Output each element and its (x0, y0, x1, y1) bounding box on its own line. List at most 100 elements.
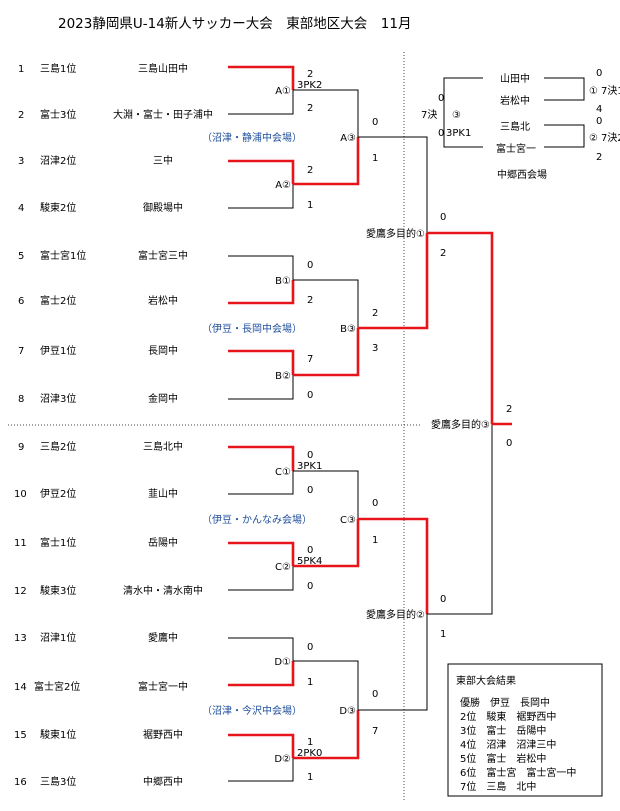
win-line (228, 445, 295, 471)
lose-line (228, 90, 294, 115)
team-seed: 駿東3位 (40, 584, 76, 597)
team-name: 富士宮三中 (138, 249, 188, 262)
match-label: 愛鷹多目的③ (431, 418, 490, 431)
pk-score: 3PK1 (297, 461, 322, 472)
score: 1 (440, 629, 446, 640)
team-name: 裾野西中 (143, 728, 183, 741)
win-line (228, 541, 295, 566)
team-name: 富士宮一中 (138, 680, 188, 693)
win-line (358, 517, 429, 614)
team-no: 9 (18, 442, 24, 453)
score: 0 (438, 128, 444, 139)
team-no: 6 (18, 296, 24, 307)
results-line: 優勝 伊豆 長岡中 (460, 696, 550, 709)
team-seed: 三島1位 (40, 62, 76, 75)
team-no: 12 (14, 586, 27, 597)
team-name: 三中 (153, 154, 173, 167)
win-line (228, 349, 295, 375)
venue-label: （沼津・静浦中会場） (202, 131, 302, 144)
lose-line (228, 471, 294, 495)
team-seed: 駿東1位 (40, 728, 76, 741)
pk-score: 3PK1 (446, 128, 471, 139)
team-seed: 沼津1位 (40, 631, 76, 644)
round3-lines (358, 136, 429, 711)
team-name: 韮山中 (148, 487, 178, 500)
lose-line (544, 90, 585, 101)
team-name: 長岡中 (148, 344, 178, 357)
score: 1 (372, 153, 378, 164)
team-no: 2 (18, 110, 24, 121)
results-line: 7位 三島 北中 (460, 780, 536, 793)
team-seed: 駿東2位 (40, 201, 76, 214)
score: 0 (506, 438, 512, 449)
results-line: 3位 富士 岳陽中 (460, 724, 546, 737)
team-no: 1 (18, 64, 24, 75)
match-label: 愛鷹多目的② (366, 608, 425, 621)
venue-labels: （沼津・静浦中会場） （伊豆・長岡中会場） （伊豆・かんなみ会場） （沼津・今沢… (202, 131, 312, 717)
lose-line (293, 279, 359, 328)
team-no: 8 (18, 394, 24, 405)
match-annotations: A① 2 3PK2 2 A② 2 1 B① 0 2 B② 7 0 C① 0 3P… (274, 69, 512, 783)
placement-team: 富士宮一 (496, 142, 536, 155)
match-label: B② (275, 371, 291, 382)
results-frame (447, 663, 603, 797)
score: 0 (307, 485, 313, 496)
team-no: 3 (18, 156, 24, 167)
team-no: 13 (14, 633, 27, 644)
venue-label: （伊豆・長岡中会場） (202, 322, 302, 335)
team-seed: 三島3位 (40, 775, 76, 788)
team-seed: 富士宮1位 (40, 249, 86, 262)
team-name: 大淵・富士・田子浦中 (113, 108, 213, 121)
placement-team: 三島北 (500, 120, 530, 133)
win-line (228, 280, 295, 305)
score: 1 (307, 737, 313, 748)
team-seed: 伊豆2位 (40, 487, 76, 500)
win-line (228, 733, 295, 758)
team-seed: 伊豆1位 (40, 344, 76, 357)
score: 0 (307, 581, 313, 592)
score: 2 (307, 69, 313, 80)
team-name: 愛鷹中 (148, 631, 178, 644)
score: 2 (440, 248, 446, 259)
match-title: 7決1 (601, 85, 620, 97)
score: 1 (307, 772, 313, 783)
lose-line (293, 89, 359, 137)
win-line (293, 328, 360, 377)
lose-line (293, 470, 359, 519)
team-name: 三島北中 (143, 440, 183, 453)
team-seed: 沼津2位 (40, 154, 76, 167)
results-box: 東部大会結果 優勝 伊豆 長岡中 2位 駿東 裾野西中 3位 富士 岳陽中 4位… (447, 663, 603, 797)
lose-line (544, 77, 585, 90)
team-no: 14 (14, 682, 27, 693)
lose-line (427, 424, 493, 615)
score: 0 (372, 498, 378, 509)
lose-line (228, 637, 294, 661)
lose-line (358, 614, 428, 711)
team-no: 4 (18, 203, 24, 214)
team-name: 岩松中 (148, 294, 178, 307)
lose-line (228, 758, 294, 782)
team-name: 金岡中 (148, 392, 178, 405)
match-label: A② (275, 180, 291, 191)
win-line (358, 233, 429, 330)
score: 0 (596, 116, 602, 127)
win-line (293, 519, 360, 568)
score: 3 (372, 343, 378, 354)
lose-line (228, 566, 294, 591)
team-name: 三島山田中 (138, 62, 188, 75)
team-row-1: 1 三島1位 三島山田中 (18, 62, 188, 75)
match-label: ③ (452, 110, 461, 121)
team-name: 岳陽中 (148, 536, 178, 549)
